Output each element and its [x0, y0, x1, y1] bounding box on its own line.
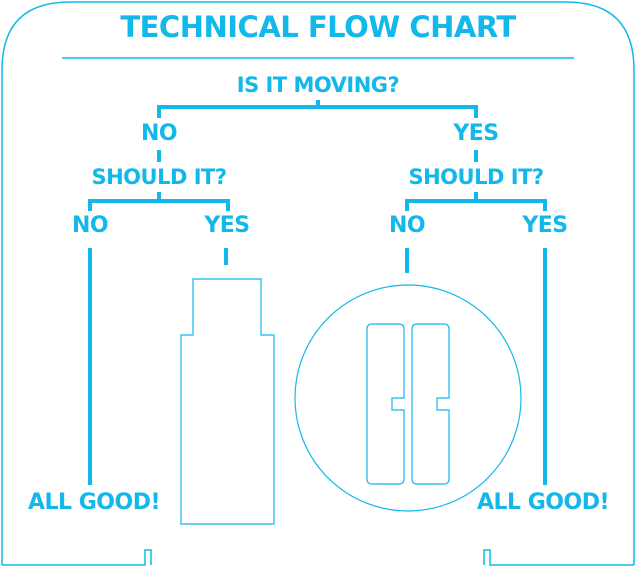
left-yes-answer: YES: [204, 213, 250, 238]
root-question: IS IT MOVING?: [236, 73, 400, 97]
right-sub-question: SHOULD IT?: [408, 165, 544, 189]
right-answer-yes: YES: [453, 121, 499, 146]
frame-bottom-right: [483, 549, 634, 566]
right-result-all-good: ALL GOOD!: [477, 490, 609, 515]
frame-bottom-left: [2, 549, 152, 566]
left-no-answer: NO: [71, 213, 109, 238]
chart-title: TECHNICAL FLOW CHART: [120, 10, 516, 44]
left-sub-question: SHOULD IT?: [91, 165, 227, 189]
right-no-answer: NO: [388, 213, 426, 238]
left-answer-no: NO: [140, 121, 178, 146]
right-yes-answer: YES: [522, 213, 568, 238]
left-result-all-good: ALL GOOD!: [28, 490, 160, 515]
duct-tape-icon: [294, 284, 522, 512]
wd40-can-icon: [180, 278, 275, 525]
